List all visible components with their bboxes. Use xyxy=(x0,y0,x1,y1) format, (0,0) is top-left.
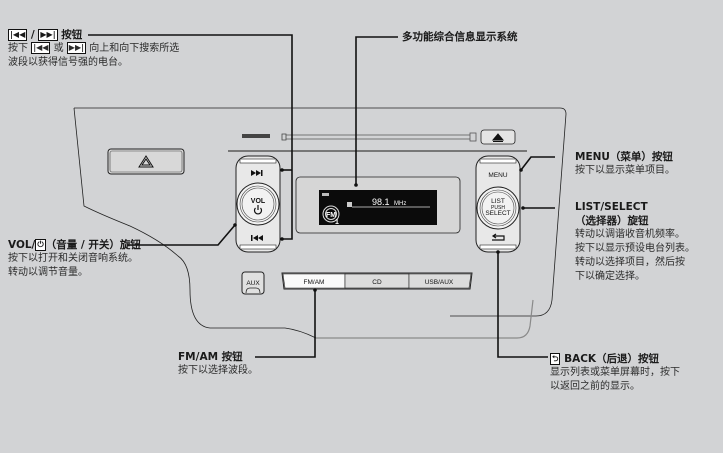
power-icon: ⏻ xyxy=(35,239,46,251)
leader-dots xyxy=(233,168,525,292)
list-select-callout: LIST/SELECT （选择器）旋钮 转动以调谐收音机频率。 按下以显示预设电… xyxy=(575,201,695,282)
back-icon xyxy=(491,233,505,241)
svg-text:FM: FM xyxy=(326,212,336,219)
seek-title: |◀◀ / ▶▶| 按钮 xyxy=(8,29,83,41)
svg-text:PUSH: PUSH xyxy=(491,205,505,211)
display-callout: 多功能综合信息显示系统 xyxy=(402,31,518,43)
skip-forward-button[interactable] xyxy=(251,170,263,176)
leader-lines xyxy=(88,34,555,358)
back-callout: ⮌ BACK（后退）按钮 显示列表或菜单屏幕时，按下 以返回之前的显示。 xyxy=(550,353,680,392)
display-screen: FM 1 98.1 MHz xyxy=(319,190,437,226)
vol-power-knob[interactable]: VOL xyxy=(236,182,280,226)
usb-aux-button[interactable]: USB/AUX xyxy=(408,273,472,289)
svg-text:1: 1 xyxy=(335,219,339,226)
power-icon xyxy=(253,205,263,215)
fm-signal-icon: FM 1 xyxy=(322,205,340,226)
list-select-knob[interactable]: LIST PUSH SELECT xyxy=(476,186,520,230)
dashboard-outline xyxy=(73,107,567,339)
svg-text:USB/AUX: USB/AUX xyxy=(425,279,454,286)
cd-button[interactable]: CD xyxy=(344,273,410,289)
skip-forward-icon: ▶▶| xyxy=(38,29,58,41)
back-button[interactable] xyxy=(491,233,505,241)
svg-text:SELECT: SELECT xyxy=(485,210,510,217)
skip-back-icon-inline: |◀◀ xyxy=(31,42,51,54)
aux-label: AUX xyxy=(246,280,260,287)
cd-slot-indicator xyxy=(242,134,270,138)
svg-text:FM/AM: FM/AM xyxy=(304,279,325,286)
vol-callout: VOL/⏻（音量 / 开关）旋钮 按下以打开和关闭音响系统。 转动以调节音量。 xyxy=(8,239,141,278)
skip-forward-icon xyxy=(251,170,261,176)
aux-button[interactable]: AUX xyxy=(241,271,265,295)
vol-label: VOL xyxy=(251,198,266,205)
eject-icon xyxy=(491,133,505,142)
svg-text:CD: CD xyxy=(372,279,382,286)
menu-callout: MENU（菜单）按钮 按下以显示菜单项目。 xyxy=(575,151,675,176)
hazard-button[interactable] xyxy=(107,148,185,175)
hazard-icon xyxy=(138,155,154,168)
skip-back-button[interactable] xyxy=(251,235,263,241)
seek-desc-line1: 按下 |◀◀ 或 ▶▶| 向上和向下搜索所选 xyxy=(8,42,180,54)
back-icon: ⮌ xyxy=(550,353,561,365)
frequency-unit: MHz xyxy=(394,201,406,207)
seek-desc-line2: 波段以获得信号强的电台。 xyxy=(8,57,128,68)
seek-callout: |◀◀ / ▶▶| 按钮 按下 |◀◀ 或 ▶▶| 向上和向下搜索所选 波段以获… xyxy=(8,28,179,70)
menu-label: MENU xyxy=(488,172,507,179)
skip-back-icon: |◀◀ xyxy=(8,29,28,41)
frequency-value: 98.1 xyxy=(372,197,390,207)
fm-am-button[interactable]: FM/AM xyxy=(282,273,346,289)
skip-back-icon xyxy=(253,235,263,241)
skip-forward-icon-inline: ▶▶| xyxy=(66,42,87,54)
menu-button[interactable]: MENU xyxy=(488,172,507,179)
eject-button[interactable] xyxy=(480,129,516,145)
fmam-callout: FM/AM 按钮 按下以选择波段。 xyxy=(178,351,258,376)
svg-text:LIST: LIST xyxy=(491,198,505,205)
